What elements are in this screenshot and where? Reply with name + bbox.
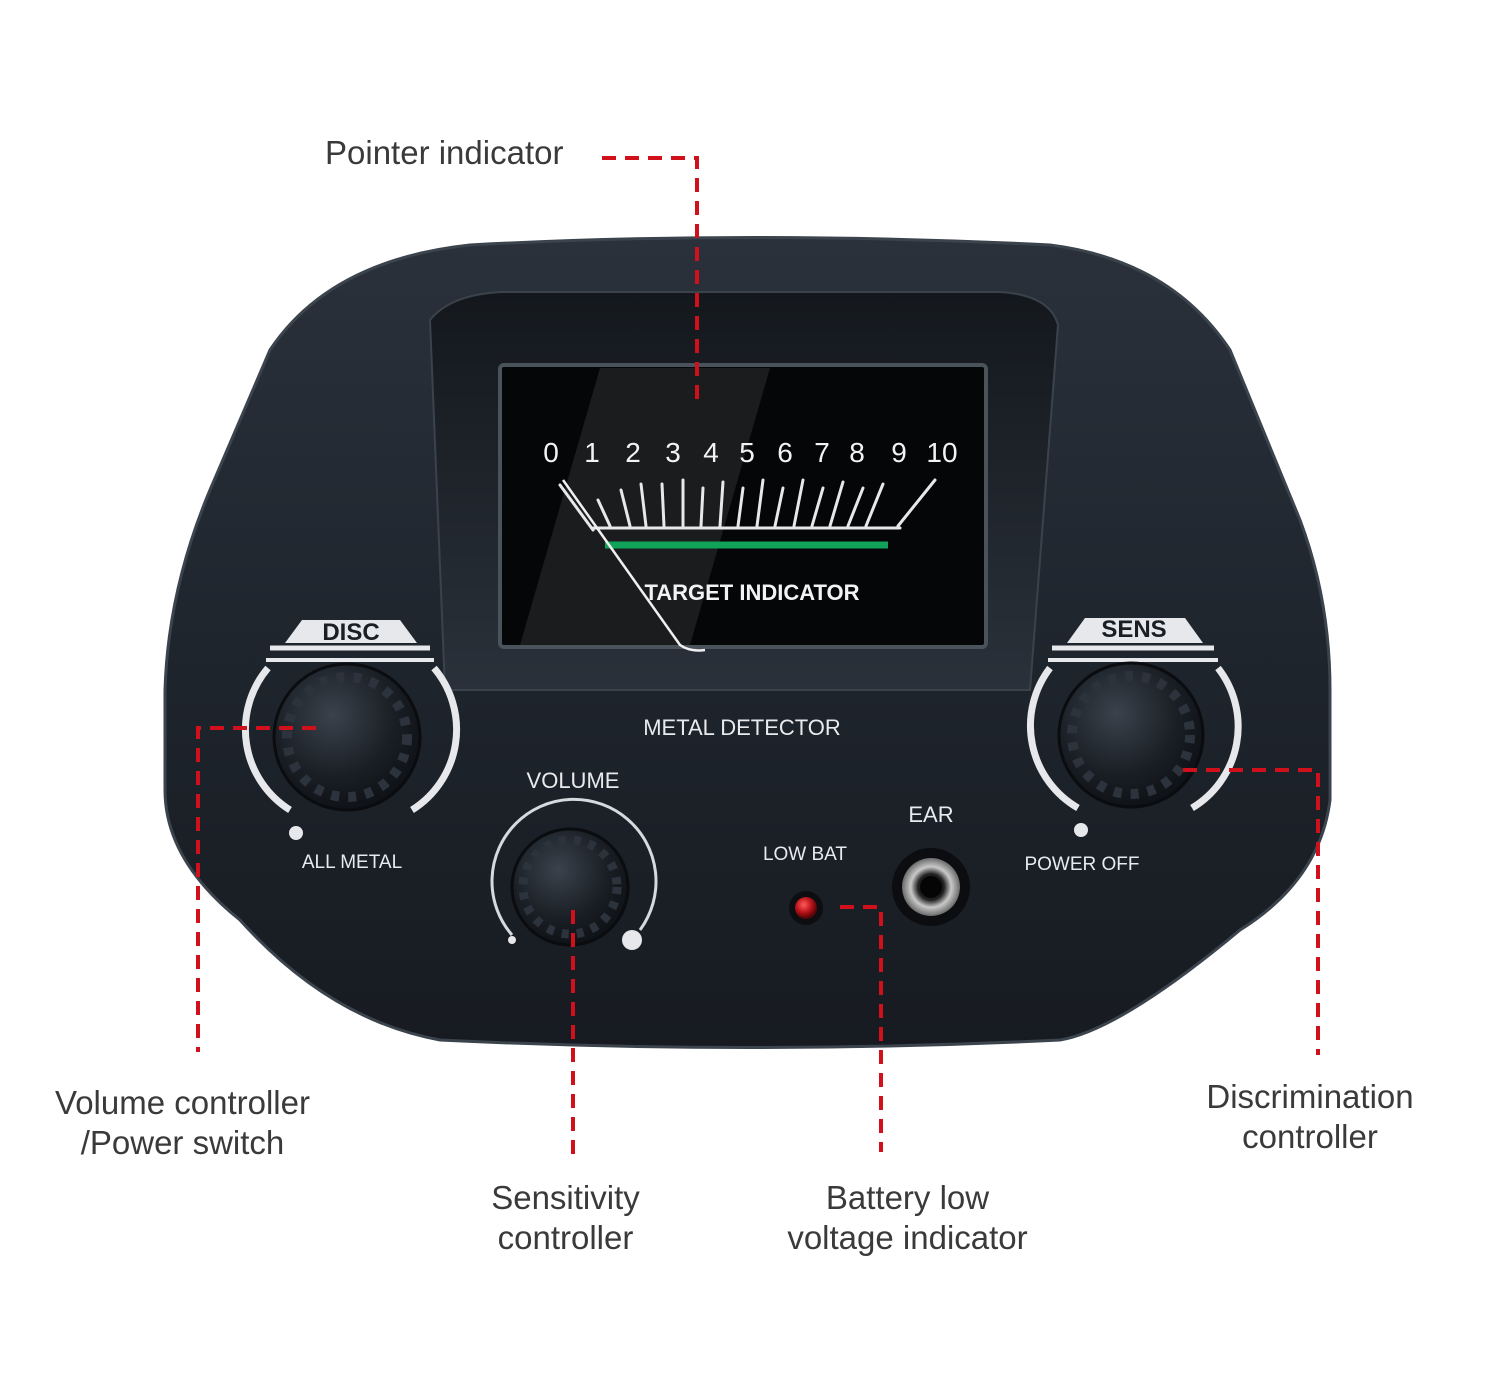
disc-label-tab [285, 620, 417, 643]
pointer-indicator-callout: Pointer indicator [300, 133, 625, 173]
meter-number: 1 [584, 437, 600, 468]
volume-label: VOLUME [527, 768, 620, 793]
meter-number: 6 [777, 437, 793, 468]
meter-number: 0 [543, 437, 559, 468]
sens-knob[interactable] [1057, 661, 1205, 809]
meter-number: 4 [703, 437, 719, 468]
callout-text: Battery low [825, 1179, 990, 1216]
volume-knob[interactable] [510, 827, 630, 947]
meter-number: 8 [849, 437, 865, 468]
meter-needle [561, 479, 706, 652]
callout-text: /Power switch [80, 1124, 285, 1161]
meter-number: 7 [814, 437, 830, 468]
callout-lines [196, 156, 1320, 1160]
sens-control: SENS POWER OFF [1024, 616, 1242, 875]
ear-label: EAR [908, 802, 953, 827]
power-off-label: POWER OFF [1024, 854, 1139, 875]
sens-label-tab [1067, 618, 1203, 643]
meter-face [498, 363, 988, 649]
callout-text: controller [1242, 1118, 1378, 1155]
low-bat-label: LOW BAT [763, 844, 847, 865]
all-metal-label: ALL METAL [302, 852, 402, 873]
callout-text: Pointer indicator [325, 134, 564, 171]
power-off-dot [1074, 823, 1088, 837]
discrimination-controller-callout: Discrimination controller [1180, 1077, 1440, 1157]
sensitivity-controller-callout: Sensitivity controller [443, 1178, 688, 1258]
meter-number: 5 [739, 437, 755, 468]
callout-text: voltage indicator [787, 1219, 1028, 1256]
callout-text: Volume controller [55, 1084, 310, 1121]
volume-control: VOLUME [490, 768, 658, 950]
disc-label: DISC [322, 619, 379, 646]
callout-text: controller [497, 1219, 634, 1256]
meter-label: TARGET INDICATOR [644, 580, 859, 605]
meter-scale [558, 478, 937, 532]
callout-text: Sensitivity [491, 1179, 640, 1216]
pointer-callout-line [602, 156, 699, 400]
meter-number: 10 [926, 437, 957, 468]
volume-callout-line [196, 726, 316, 1052]
volume-controller-callout: Volume controller /Power switch [30, 1083, 335, 1163]
discrimination-callout-line [1183, 768, 1320, 1055]
meter-number: 3 [665, 437, 681, 468]
all-metal-dot [289, 826, 303, 840]
device-label: METAL DETECTOR [643, 715, 841, 740]
callout-text: Discrimination [1206, 1078, 1414, 1115]
battery-indicator-callout: Battery low voltage indicator [760, 1178, 1055, 1258]
sens-label: SENS [1101, 616, 1166, 643]
meter-number: 2 [625, 437, 641, 468]
meter-number: 9 [891, 437, 907, 468]
battery-callout-line [840, 905, 883, 1152]
disc-control: DISC ALL METAL [241, 619, 461, 873]
disc-knob[interactable] [272, 662, 422, 812]
